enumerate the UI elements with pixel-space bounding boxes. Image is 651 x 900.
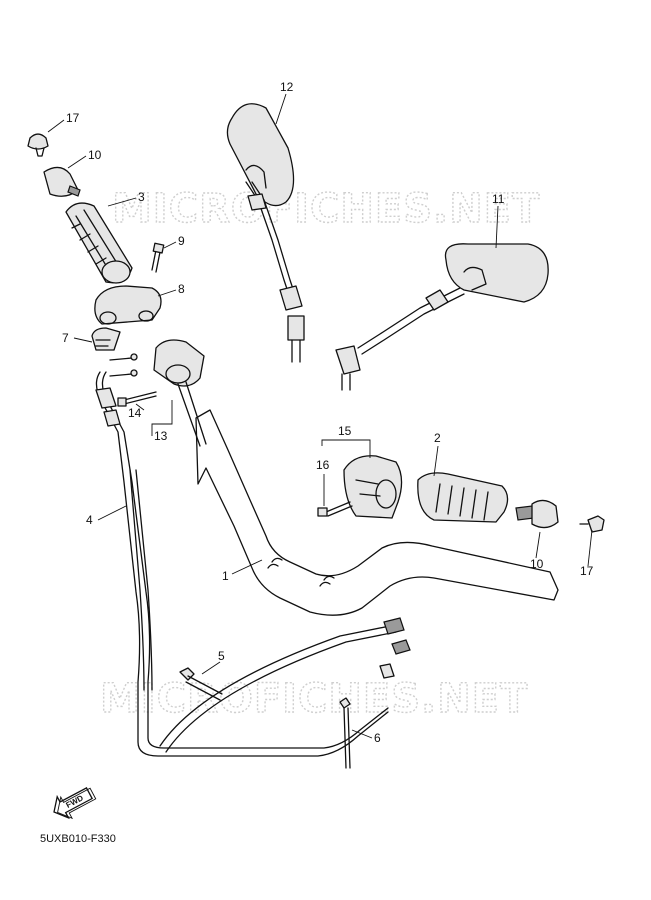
callout-5: 5: [218, 649, 225, 663]
part-7-switch-lower: [91, 327, 121, 351]
callout-9: 9: [178, 234, 185, 248]
part-8-switch-housing: [94, 285, 162, 325]
part-2-grip-right: [417, 472, 509, 523]
part-15-switch-right: [343, 455, 403, 519]
part-13-switch-assembly: [153, 339, 207, 447]
diagram-code: 5UXB010-F330: [40, 833, 116, 845]
part-14-screw: [117, 391, 157, 407]
part-3-grip-left: [65, 202, 133, 284]
watermark-bottom: MICROFICHES.NET: [100, 676, 528, 722]
part-5-cable-tie: [179, 667, 223, 701]
callout-16: 16: [316, 458, 330, 472]
switch-screws: [109, 353, 138, 377]
part-16-screw: [317, 501, 353, 517]
callout-3: 3: [138, 190, 145, 204]
part-11-mirror-right: [335, 243, 549, 391]
callout-17-right: 17: [580, 564, 594, 578]
callout-4: 4: [86, 513, 93, 527]
fwd-arrow-icon: FWD: [53, 787, 97, 820]
part-1-handlebar: [195, 409, 559, 616]
callout-1: 1: [222, 569, 229, 583]
callout-2: 2: [434, 431, 441, 445]
callout-17-left: 17: [66, 111, 80, 125]
part-17-cap-right: [579, 515, 605, 533]
part-6-band: [339, 697, 351, 769]
callout-10-right: 10: [530, 557, 544, 571]
part-9-screw: [151, 242, 165, 273]
part-4-cables: [95, 371, 411, 757]
part-12-mirror-left: [226, 103, 305, 363]
part-10-grip-end-right: [515, 499, 559, 529]
callout-13: 13: [154, 429, 168, 443]
callout-10-left: 10: [88, 148, 102, 162]
callout-7: 7: [62, 331, 69, 345]
leader-lines: [47, 93, 593, 739]
callouts: 17 10 3 9 8 7 14 13 4 1 5 6 12 11 15 16 …: [62, 80, 594, 745]
callout-15: 15: [338, 424, 352, 438]
callout-12: 12: [280, 80, 294, 94]
part-17-cap-left: [27, 133, 49, 157]
callout-14: 14: [128, 406, 142, 420]
callout-6: 6: [374, 731, 381, 745]
callout-8: 8: [178, 282, 185, 296]
callout-11: 11: [492, 192, 505, 206]
watermark-top: MICROFICHES.NET: [112, 186, 540, 232]
part-10-grip-end-left: [43, 166, 81, 197]
